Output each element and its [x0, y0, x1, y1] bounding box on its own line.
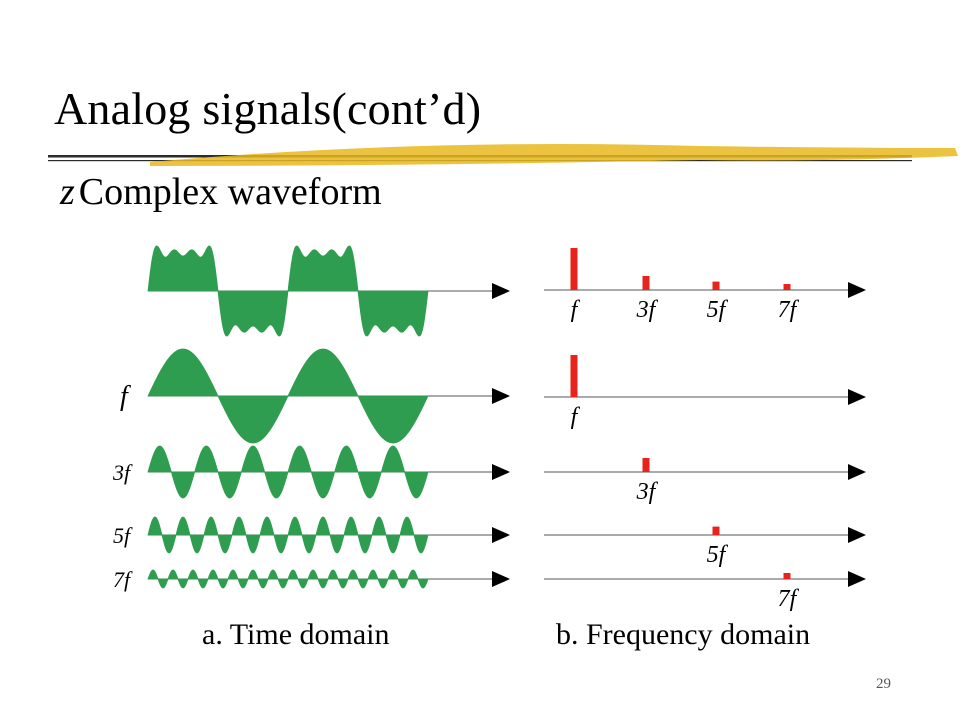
axis-arrowhead	[492, 464, 510, 480]
axis-arrowhead	[848, 282, 866, 298]
time-domain-row: 3f	[112, 445, 510, 499]
time-domain-row	[147, 245, 510, 337]
waveform	[147, 348, 429, 444]
spike-label: 5f	[707, 542, 729, 568]
axis-arrowhead	[492, 571, 510, 587]
spike-label: 3f	[636, 297, 659, 323]
axis-arrowhead	[492, 527, 510, 543]
time-domain-caption: a. Time domain	[202, 618, 390, 651]
bullet-icon: z	[60, 171, 75, 213]
spike-label: 5f	[707, 297, 729, 323]
waveform	[147, 516, 429, 554]
time-row-label: f	[120, 381, 131, 412]
frequency-spike	[642, 276, 650, 290]
waveform	[147, 569, 429, 589]
time-domain-row: f	[120, 348, 510, 444]
slide-title: Analog signals(cont’d)	[54, 83, 482, 134]
axis-arrowhead	[492, 388, 510, 404]
axis-arrowhead	[848, 527, 866, 543]
bullet-text: Complex waveform	[78, 171, 382, 213]
time-domain-row: 7f	[113, 567, 510, 592]
title-highlight-stroke	[150, 144, 958, 166]
frequency-domain-row: f 3f 5f 7f	[544, 248, 866, 323]
spike-label: f	[571, 297, 581, 323]
waveform	[147, 245, 429, 337]
frequency-domain-row: 7f	[544, 571, 866, 612]
frequency-domain-row: 3f	[544, 458, 866, 505]
frequency-domain-row: 5f	[544, 526, 866, 568]
frequency-spike	[712, 526, 720, 535]
frequency-spike	[570, 248, 578, 290]
time-row-label: 3f	[112, 460, 133, 485]
time-row-label: 5f	[113, 523, 133, 548]
axis-arrowhead	[848, 464, 866, 480]
axis-arrowhead	[848, 389, 866, 405]
spike-label: 3f	[636, 479, 659, 505]
axis-arrowhead	[848, 571, 866, 587]
waveform	[147, 445, 429, 499]
axis-arrowhead	[492, 283, 510, 299]
time-domain-row: 5f	[113, 516, 510, 554]
frequency-spike	[783, 572, 791, 579]
spike-label: 7f	[778, 297, 800, 323]
spike-label: 7f	[778, 586, 800, 612]
frequency-spike	[570, 355, 578, 397]
time-row-label: 7f	[113, 567, 133, 592]
frequency-domain-row: f	[544, 355, 866, 430]
spike-label: f	[571, 404, 581, 430]
frequency-domain-caption: b. Frequency domain	[556, 618, 811, 651]
frequency-spike	[642, 458, 650, 472]
page-number: 29	[876, 676, 891, 692]
frequency-spike	[712, 281, 720, 290]
frequency-spike	[783, 283, 791, 290]
